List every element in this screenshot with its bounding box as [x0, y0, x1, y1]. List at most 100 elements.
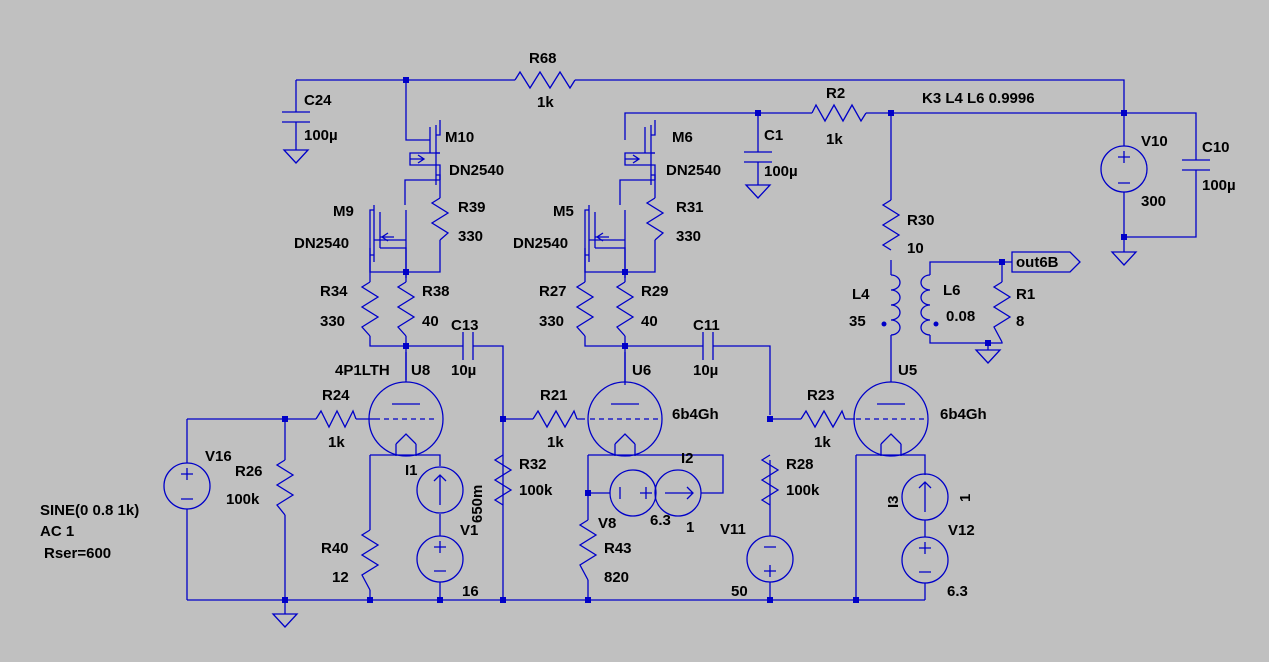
- label-u6-model: 6b4Gh: [672, 406, 719, 423]
- capacitor-c1: [744, 151, 772, 163]
- resistor-r38: [396, 281, 416, 337]
- label-r38-value: 40: [422, 313, 439, 330]
- label-c11-ref: C11: [693, 317, 720, 334]
- label-r32-ref: R32: [519, 456, 547, 473]
- label-v11-ref: V11: [720, 521, 746, 538]
- ground-c1: [744, 184, 772, 199]
- label-v10-ref: V10: [1141, 133, 1168, 150]
- label-l6-ref: L6: [943, 282, 961, 299]
- tube-u6: [587, 381, 663, 457]
- label-i1-value: 650m: [469, 485, 486, 523]
- resistor-r29: [615, 281, 635, 337]
- label-r39-value: 330: [458, 228, 483, 245]
- voltage-source-v1: [416, 535, 464, 583]
- inductor-l6: [920, 274, 931, 336]
- wires: [186, 79, 1197, 614]
- resistor-r39: [430, 197, 450, 241]
- label-v1-value: 16: [462, 583, 479, 600]
- resistor-r32-zig: [493, 454, 513, 506]
- label-v8-ref: V8: [598, 515, 616, 532]
- label-r43-value: 820: [604, 569, 629, 586]
- label-r2-ref: R2: [826, 85, 845, 102]
- label-r2-value: 1k: [826, 131, 843, 148]
- mosfets: [369, 120, 656, 272]
- label-r30-ref: R30: [907, 212, 935, 229]
- label-i3-value: 1: [957, 494, 974, 502]
- resistor-r2: [811, 103, 867, 123]
- label-r27-value: 330: [539, 313, 564, 330]
- current-source-i3: [901, 473, 949, 521]
- label-v8-value: 6.3: [650, 512, 671, 529]
- resistor-r23: [800, 409, 846, 429]
- sources: [163, 145, 1148, 584]
- label-r28-value: 100k: [786, 482, 820, 499]
- ground-main: [271, 613, 299, 628]
- label-v12-ref: V12: [948, 522, 975, 539]
- label-c24-ref: C24: [304, 92, 332, 109]
- label-m9-ref: M9: [333, 203, 354, 220]
- label-r34-ref: R34: [320, 283, 348, 300]
- label-c10-ref: C10: [1202, 139, 1230, 156]
- label-c13-value: 10µ: [451, 362, 476, 379]
- voltage-source-v12: [901, 536, 949, 584]
- mosfet-m5: [584, 205, 625, 272]
- label-r21-value: 1k: [547, 434, 564, 451]
- label-r21-ref: R21: [540, 387, 568, 404]
- label-i2-ref: I2: [681, 450, 694, 467]
- label-i3-ref: I3: [885, 495, 902, 508]
- label-v16-line2: AC 1: [40, 523, 74, 540]
- label-l6-value: 0.08: [946, 308, 975, 325]
- capacitor-c24: [282, 111, 310, 123]
- voltage-source-v8: [609, 469, 657, 517]
- label-c1-value: 100µ: [764, 163, 798, 180]
- mosfet-m10: [410, 120, 441, 185]
- label-c10-value: 100µ: [1202, 177, 1236, 194]
- resistor-r30: [881, 199, 901, 251]
- resistor-r40: [360, 529, 380, 591]
- label-v10-value: 300: [1141, 193, 1166, 210]
- label-r40-ref: R40: [321, 540, 349, 557]
- resistor-r28: [760, 454, 780, 506]
- label-r40-value: 12: [332, 569, 349, 586]
- label-c13-ref: C13: [451, 317, 479, 334]
- labels: R68 1k C24 100µ M10 DN2540 M6 DN2540 C1 …: [40, 50, 1236, 600]
- label-r38-ref: R38: [422, 283, 450, 300]
- ground-c24: [282, 149, 310, 164]
- label-r29-ref: R29: [641, 283, 669, 300]
- grounds: [271, 149, 1138, 628]
- label-r34-value: 330: [320, 313, 345, 330]
- label-v16-ref: V16: [205, 448, 232, 465]
- tube-u8: [368, 381, 444, 457]
- tube-u5: [853, 381, 929, 457]
- label-r30-value: 10: [907, 240, 924, 257]
- mosfet-m9: [369, 205, 406, 272]
- resistor-r21: [532, 409, 578, 429]
- label-m6-ref: M6: [672, 129, 693, 146]
- label-u8-model: 4P1LTH: [335, 362, 390, 379]
- label-r1-ref: R1: [1016, 286, 1035, 303]
- tube-plates: [405, 352, 892, 382]
- label-i1-ref: I1: [405, 462, 418, 479]
- resistor-r24: [315, 409, 357, 429]
- label-m6-model: DN2540: [666, 162, 721, 179]
- resistor-r27: [575, 281, 595, 337]
- inductor-l4-dot: [881, 321, 887, 327]
- resistor-r43: [578, 519, 598, 581]
- output-flag: [1011, 251, 1081, 273]
- capacitor-c13: [462, 332, 474, 360]
- label-v12-value: 6.3: [947, 583, 968, 600]
- label-v11-value: 50: [731, 583, 748, 600]
- label-r68-value: 1k: [537, 94, 554, 111]
- label-i2-value: 1: [686, 519, 694, 536]
- label-r24-value: 1k: [328, 434, 345, 451]
- label-r68-ref: R68: [529, 50, 557, 67]
- label-c1-ref: C1: [764, 127, 783, 144]
- capacitor-c11: [702, 332, 714, 360]
- voltage-source-v11: [746, 535, 794, 583]
- label-r31-value: 330: [676, 228, 701, 245]
- resistor-r34: [360, 281, 380, 337]
- label-m10-model: DN2540: [449, 162, 504, 179]
- label-u6-ref: U6: [632, 362, 651, 379]
- label-v1-ref: V1: [460, 522, 478, 539]
